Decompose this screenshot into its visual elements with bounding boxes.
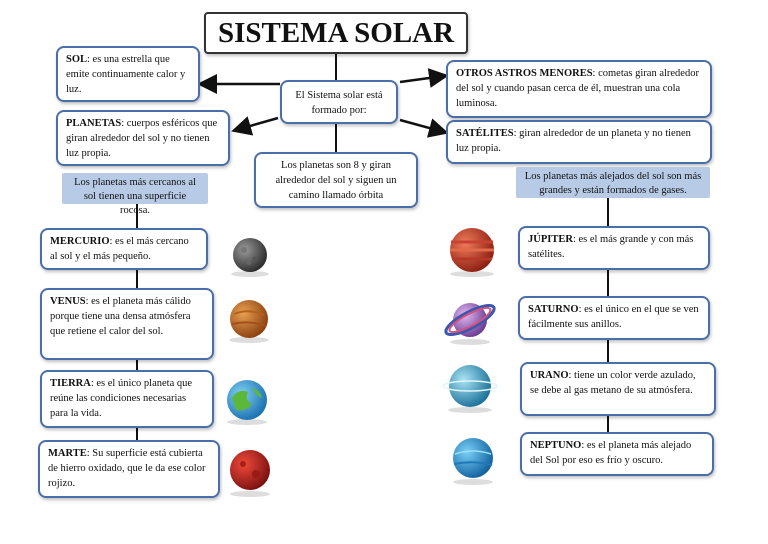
center-box: El Sistema solar está formado por: — [280, 80, 398, 124]
sol-term: SOL — [66, 54, 88, 65]
mercury-icon — [231, 238, 269, 277]
otros-text: : cometas giran alrededor del sol y cuan… — [456, 68, 699, 110]
planet-name: VENUS — [50, 296, 86, 307]
venus-box: VENUS: es el planeta más cálido porque t… — [40, 288, 214, 360]
planet-name: TIERRA — [50, 378, 91, 389]
planet-text: : es el más cercano al sol y el más pequ… — [50, 236, 189, 263]
satelites-box: SATÉLITES: giran alrededor de un planeta… — [446, 120, 712, 164]
planetas-text: : cuerpos esféricos que giran alrededor … — [66, 118, 218, 160]
planet-text: : tiene un color verde azulado, se debe … — [530, 370, 696, 397]
saturn-icon — [444, 303, 496, 345]
page-title: SISTEMA SOLAR — [204, 12, 468, 54]
planetas-box: PLANETAS: cuerpos esféricos que giran al… — [56, 110, 230, 166]
neptuno-box: NEPTUNO: es el planeta más alejado del S… — [520, 432, 714, 476]
planetas-term: PLANETAS — [66, 118, 122, 129]
planet-text: : es el único planeta que reúne las cond… — [50, 378, 193, 420]
sol-box: SOL: es una estrella que emite continuam… — [56, 46, 200, 102]
outer-planets-heading: Los planetas más alejados del sol son má… — [516, 167, 710, 198]
planet-text: : es el único en el que se ven fácilment… — [528, 304, 699, 331]
planet-text: : es el planeta más cálido porque tiene … — [50, 296, 191, 338]
earth-icon — [227, 380, 267, 425]
sol-text: : es una estrella que emite continuament… — [66, 54, 186, 96]
inner-planets-heading: Los planetas más cercanos al sol tienen … — [62, 173, 208, 216]
tierra-box: TIERRA: es el único planeta que reúne la… — [40, 370, 214, 428]
planet-name: JÚPITER — [528, 234, 573, 245]
mercurio-box: MERCURIO: es el más cercano al sol y el … — [40, 228, 208, 270]
jupiter-icon — [450, 228, 494, 277]
jupiter-box: JÚPITER: es el más grande y con más saté… — [518, 226, 710, 270]
planet-name: MARTE — [48, 448, 87, 459]
satelites-text: : giran alrededor de un planeta y no tie… — [456, 128, 691, 155]
uranus-icon — [442, 365, 498, 413]
otros-box: OTROS ASTROS MENORES: cometas giran alre… — [446, 60, 712, 118]
neptune-icon — [453, 438, 493, 485]
otros-term: OTROS ASTROS MENORES — [456, 68, 593, 79]
planet-name: MERCURIO — [50, 236, 110, 247]
planet-name: NEPTUNO — [530, 440, 582, 451]
planet-text: : es el planeta más alejado del Sol por … — [530, 440, 692, 467]
center-info-box: Los planetas son 8 y giran alrededor del… — [254, 152, 418, 208]
planet-text: : es el más grande y con más satélites. — [528, 234, 694, 261]
planet-name: SATURNO — [528, 304, 579, 315]
marte-box: MARTE: Su superficie está cubierta de hi… — [38, 440, 220, 498]
planet-text: : Su superficie está cubierta de hierro … — [48, 448, 206, 490]
mars-icon — [230, 450, 270, 497]
venus-icon — [229, 300, 269, 343]
saturno-box: SATURNO: es el único en el que se ven fá… — [518, 296, 710, 340]
urano-box: URANO: tiene un color verde azulado, se … — [520, 362, 716, 416]
satelites-term: SATÉLITES — [456, 128, 514, 139]
planet-name: URANO — [530, 370, 569, 381]
